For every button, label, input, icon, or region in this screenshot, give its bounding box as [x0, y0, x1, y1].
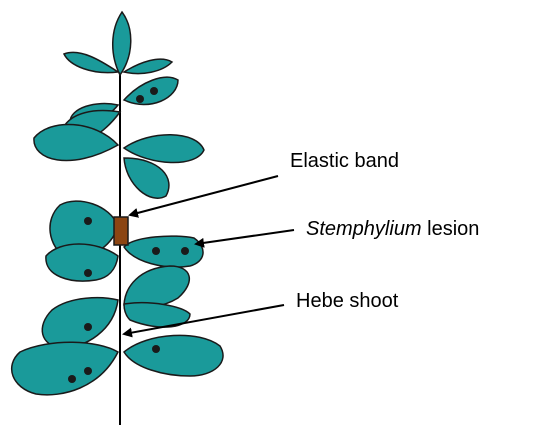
- leaf-apex: [113, 12, 131, 75]
- lesion-dot: [68, 375, 76, 383]
- lesion-dot: [152, 345, 160, 353]
- elastic-band: [114, 217, 128, 245]
- leaf-lower-left: [46, 244, 118, 281]
- elastic-band-text: Elastic band: [290, 150, 399, 172]
- leaves: [12, 12, 223, 395]
- leaf-mid-right: [124, 236, 203, 267]
- leaf-low-left: [42, 298, 118, 348]
- lesion-dot: [84, 323, 92, 331]
- lesion-dot: [150, 87, 158, 95]
- leaf-upper-right: [124, 59, 172, 73]
- lesion-dot: [84, 367, 92, 375]
- leaf-bottom-left: [12, 342, 118, 395]
- hebe-shoot-label: Hebe shoot: [296, 290, 398, 313]
- hebe-shoot-text: Hebe shoot: [296, 290, 398, 312]
- leaf-upper-left: [64, 52, 118, 72]
- lesion-dot: [181, 247, 189, 255]
- leaf-lower-right: [124, 266, 189, 308]
- stemphylium-text: Stemphylium: [306, 218, 422, 240]
- lesion-arrow: [196, 230, 294, 244]
- lesion-dot: [84, 217, 92, 225]
- leaf-sixth-right: [124, 158, 169, 198]
- stemphylium-lesion-label: Stemphylium lesion: [306, 218, 479, 241]
- lesion-dot: [152, 247, 160, 255]
- lesion-dot: [84, 269, 92, 277]
- leaf-bottom-right: [124, 335, 223, 376]
- leaf-fifth-left: [34, 124, 118, 160]
- lesion-text: lesion: [422, 218, 480, 240]
- lesion-dot: [136, 95, 144, 103]
- elastic-band-label: Elastic band: [290, 150, 399, 173]
